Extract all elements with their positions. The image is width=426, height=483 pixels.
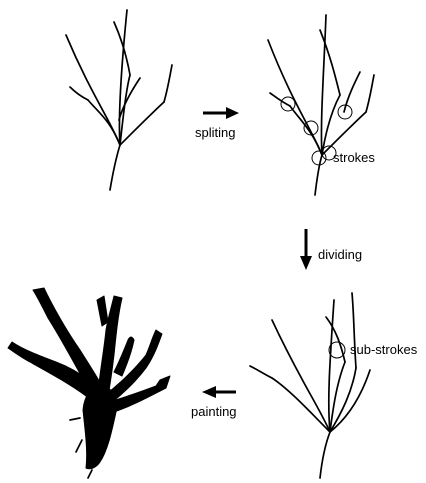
divide-label: dividing [318, 247, 362, 262]
strokes-label: strokes [333, 150, 375, 165]
painted-tree [8, 288, 170, 478]
paint-label: painting [191, 404, 237, 419]
split-tree-sketch [268, 15, 374, 195]
original-tree-sketch [66, 10, 172, 190]
paint-arrow [202, 386, 236, 398]
split-label: spliting [195, 125, 235, 140]
divide-arrow [300, 229, 312, 270]
split-arrow [203, 107, 239, 119]
sub-strokes-label: sub-strokes [350, 342, 418, 357]
divided-tree-sketch [250, 293, 370, 478]
